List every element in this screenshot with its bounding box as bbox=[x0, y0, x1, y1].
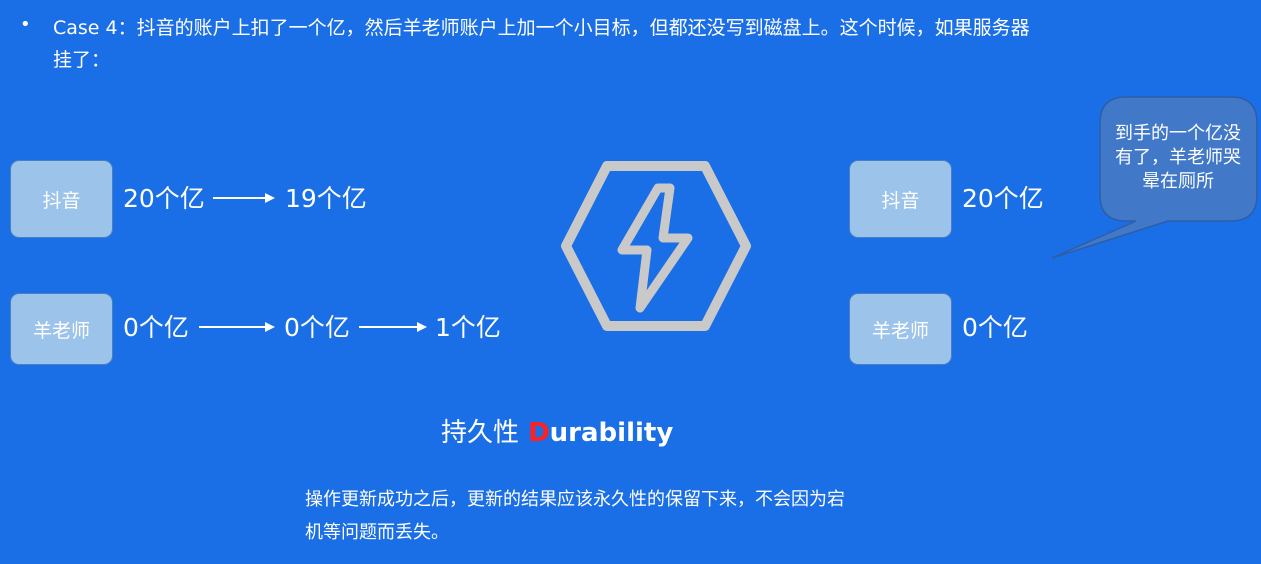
durability-title: 持久性 Durability bbox=[441, 412, 673, 449]
case-description: Case 4：抖音的账户上扣了一个亿，然后羊老师账户上加一个小目标，但都还没写到… bbox=[53, 17, 1030, 71]
douyin-label: 抖音 bbox=[42, 189, 81, 212]
douyin-account-box-after-crash: 抖音 bbox=[849, 160, 952, 238]
douyin-balance-after-crash: 20个亿 bbox=[962, 184, 1044, 213]
douyin-label: 抖音 bbox=[881, 189, 920, 212]
arrow-right-icon bbox=[213, 193, 275, 203]
yang-account-box-after-crash: 羊老师 bbox=[849, 293, 952, 365]
yang-balance-mid: 0个亿 bbox=[284, 313, 350, 342]
title-rest: urability bbox=[549, 418, 674, 448]
yang-balance-after-crash: 0个亿 bbox=[962, 313, 1028, 342]
yang-account-box: 羊老师 bbox=[10, 293, 113, 365]
title-highlight-letter: D bbox=[528, 418, 550, 448]
douyin-balance-after: 19个亿 bbox=[285, 184, 367, 213]
yang-balance-before: 0个亿 bbox=[123, 313, 189, 342]
douyin-account-box: 抖音 bbox=[10, 160, 113, 238]
title-chinese: 持久性 bbox=[441, 418, 520, 448]
bullet-marker: • bbox=[20, 14, 31, 35]
douyin-balance-before: 20个亿 bbox=[123, 184, 205, 213]
yang-balance-after: 1个亿 bbox=[435, 313, 501, 342]
arrow-right-icon bbox=[359, 322, 427, 332]
speech-bubble bbox=[1051, 96, 1258, 259]
yang-label: 羊老师 bbox=[871, 319, 929, 342]
durability-description: 操作更新成功之后，更新的结果应该永久性的保留下来，不会因为宕机等问题而丢失。 bbox=[305, 489, 845, 543]
lightning-hexagon-icon bbox=[561, 161, 751, 331]
speech-bubble-text: 到手的一个亿没有了，羊老师哭晕在厕所 bbox=[1115, 123, 1241, 192]
arrow-right-icon bbox=[199, 322, 275, 332]
yang-label: 羊老师 bbox=[32, 319, 90, 342]
